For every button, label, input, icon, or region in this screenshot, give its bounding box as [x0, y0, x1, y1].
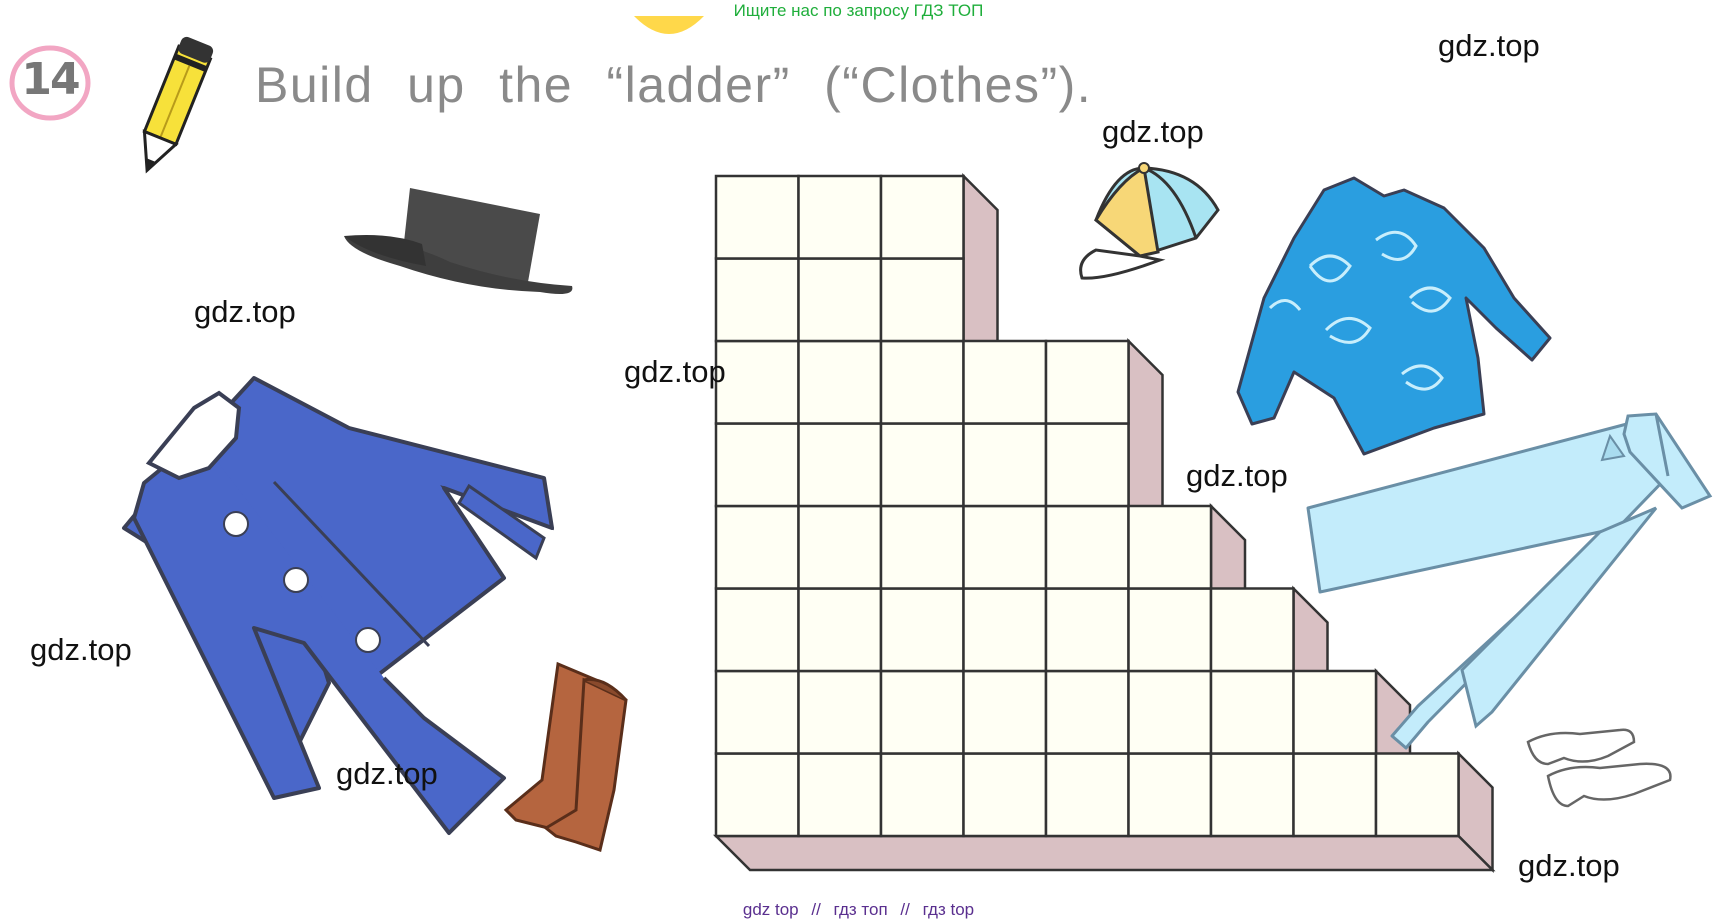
task-instruction: Build up the “ladder” (“Clothes”). [255, 57, 1093, 113]
ladder-cell[interactable] [1209, 587, 1295, 673]
ladder-cell[interactable] [962, 587, 1048, 673]
ladder-cell[interactable] [797, 174, 883, 260]
sweater-picture [1236, 176, 1552, 456]
footer-link[interactable]: гдз top [922, 900, 975, 919]
ladder-cell[interactable] [962, 669, 1048, 755]
ladder-cell[interactable] [714, 669, 800, 755]
ladder-cell[interactable] [1127, 669, 1213, 755]
task-number: 14 [21, 54, 80, 105]
watermark: gdz.top [336, 756, 438, 791]
ladder-cell[interactable] [797, 587, 883, 673]
ladder-cell[interactable] [1044, 669, 1130, 755]
watermark: gdz.top [194, 294, 296, 329]
footer-separator: // [811, 900, 821, 919]
pencil-icon [142, 36, 214, 174]
footer-link[interactable]: гдз топ [833, 900, 888, 919]
ladder-cell[interactable] [714, 587, 800, 673]
watermark: gdz.top [624, 354, 726, 389]
ladder-cell[interactable] [797, 504, 883, 590]
ladder-cell[interactable] [714, 174, 800, 260]
ladder-cell[interactable] [1292, 669, 1378, 755]
ladder-cell[interactable] [714, 752, 800, 838]
coat-picture [122, 376, 554, 835]
ladder-cell[interactable] [797, 422, 883, 508]
ladder-cell[interactable] [1044, 339, 1130, 425]
ladder-cell[interactable] [797, 339, 883, 425]
ladder-cell[interactable] [962, 504, 1048, 590]
ladder-cell[interactable] [1127, 504, 1213, 590]
footer-links: gdz top // гдз топ // гдз top [0, 900, 1717, 920]
ladder-cell[interactable] [1209, 752, 1295, 838]
jeans-picture [1306, 412, 1713, 750]
watermark: gdz.top [1518, 848, 1620, 883]
ladder-cell[interactable] [1292, 752, 1378, 838]
ladder-cell[interactable] [879, 174, 965, 260]
ladder-cell[interactable] [1044, 504, 1130, 590]
ladder-grid [712, 172, 1496, 874]
ladder-cell[interactable] [1127, 587, 1213, 673]
ladder-cell[interactable] [1044, 422, 1130, 508]
ladder-cell[interactable] [714, 422, 800, 508]
watermark: gdz.top [30, 632, 132, 667]
ladder-cell[interactable] [879, 504, 965, 590]
ladder-cell[interactable] [714, 257, 800, 343]
top-banner-link[interactable]: Ищите нас по запросу ГДЗ ТОП [733, 1, 984, 20]
ladder-cell[interactable] [962, 339, 1048, 425]
ladder-cell[interactable] [797, 752, 883, 838]
ladder-cell[interactable] [962, 752, 1048, 838]
watermark: gdz.top [1186, 458, 1288, 493]
ladder-cell[interactable] [879, 587, 965, 673]
ladder-cell[interactable] [879, 669, 965, 755]
cap-picture [1079, 162, 1220, 280]
ladder-base [712, 834, 1496, 872]
watermark: gdz.top [1438, 28, 1540, 63]
ladder-cell[interactable] [879, 422, 965, 508]
ladder-cell[interactable] [879, 339, 965, 425]
ladder-cell[interactable] [1209, 669, 1295, 755]
footer-link[interactable]: gdz top [742, 900, 799, 919]
ladder-cell[interactable] [1044, 752, 1130, 838]
ladder-cell[interactable] [962, 422, 1048, 508]
ladder-cell[interactable] [1044, 587, 1130, 673]
footer-separator: // [900, 900, 910, 919]
hat-picture [344, 188, 573, 294]
ladder-cell[interactable] [797, 669, 883, 755]
ladder-cell[interactable] [797, 257, 883, 343]
shoes-picture [1526, 728, 1672, 808]
ladder-cell[interactable] [879, 257, 965, 343]
ladder-cell[interactable] [1374, 752, 1460, 838]
ladder-cell[interactable] [714, 339, 800, 425]
ladder-cell[interactable] [1127, 752, 1213, 838]
sun-decoration [634, 16, 704, 34]
watermark: gdz.top [1102, 114, 1204, 149]
ladder-cell[interactable] [879, 752, 965, 838]
ladder-cell[interactable] [714, 504, 800, 590]
task-number-badge-icon [9, 45, 91, 121]
boots-picture [503, 661, 628, 852]
